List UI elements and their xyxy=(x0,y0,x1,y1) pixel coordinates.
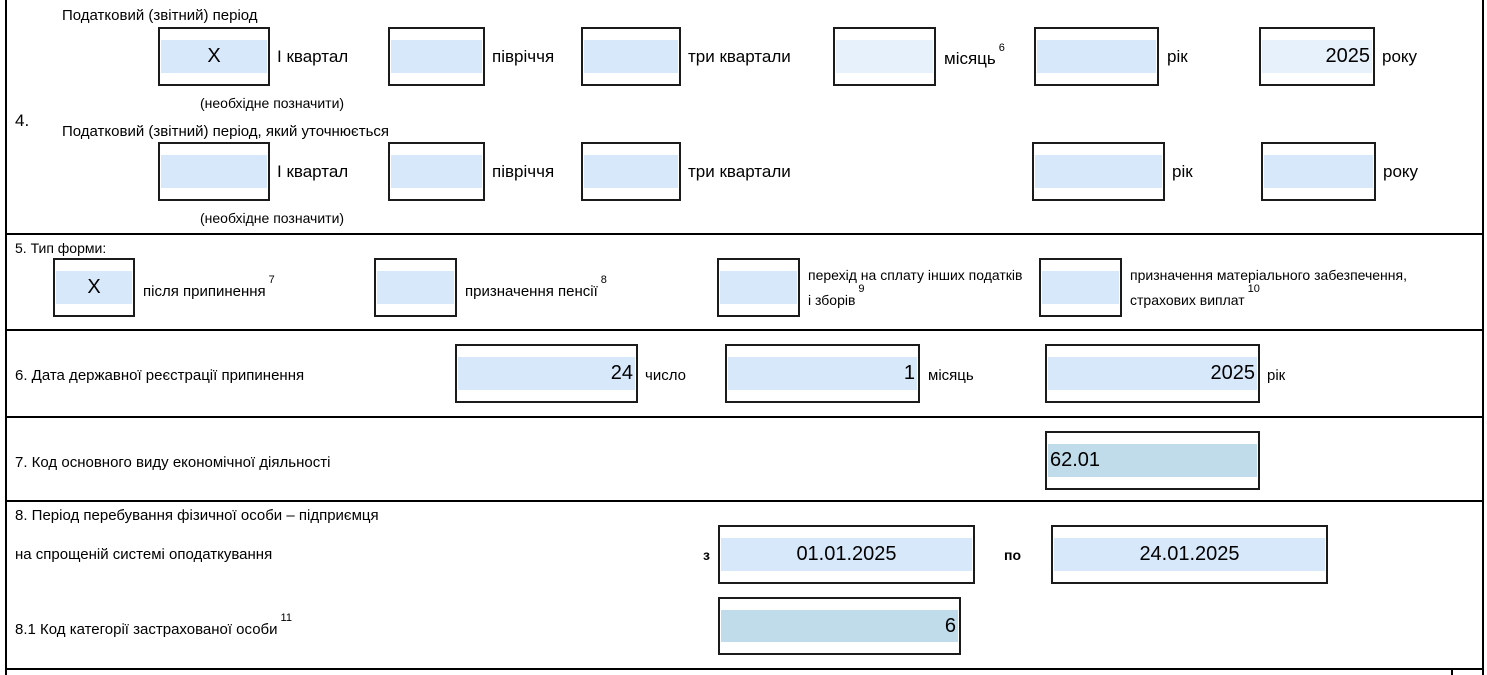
period-q1-checkbox[interactable]: Х xyxy=(158,27,270,86)
insured-category-field[interactable]: 6 xyxy=(718,597,961,655)
period-month-label: місяць6 xyxy=(944,42,1005,68)
period-half-label: півріччя xyxy=(492,47,555,66)
section-5-title: 5. Тип форми: xyxy=(15,240,107,256)
period-q3-checkbox[interactable] xyxy=(581,27,681,86)
registration-day-value: 24 xyxy=(610,362,633,384)
period-from-field[interactable]: 01.01.2025 xyxy=(718,525,975,584)
form-type-other-taxes-checkbox[interactable] xyxy=(717,258,800,317)
clarified-q3-label: три квартали xyxy=(688,162,791,181)
clarified-half-checkbox[interactable] xyxy=(388,142,485,201)
period-month-label-text: місяць xyxy=(944,49,996,68)
form-type-material-support-line1: призначення матеріального забезпечення, xyxy=(1130,267,1407,283)
clarified-q3-value xyxy=(583,144,679,199)
form-type-after-termination-mark: Х xyxy=(87,276,101,298)
simplified-period-label-line1: 8. Період перебування фізичної особи – п… xyxy=(15,507,379,524)
table-cell-divider xyxy=(1451,668,1453,675)
period-year-label: рік xyxy=(1167,47,1188,66)
period-required-note: (необхідне позначити) xyxy=(200,95,345,111)
divider-4-5 xyxy=(5,233,1484,235)
clarified-year-number-field[interactable] xyxy=(1261,142,1376,201)
period-to-label: по xyxy=(1004,547,1022,563)
divider-5-6 xyxy=(5,329,1484,331)
registration-year-label: рік xyxy=(1267,367,1286,384)
form-type-other-taxes-text2: і зборів xyxy=(808,292,856,308)
period-month-value xyxy=(835,29,934,84)
registration-month-value: 1 xyxy=(903,362,915,384)
period-half-checkbox[interactable] xyxy=(388,27,485,86)
form-type-after-termination-label: після припинення7 xyxy=(143,275,275,300)
form-type-pension-text: призначення пенсії xyxy=(465,283,598,300)
form-type-pension-checkbox[interactable] xyxy=(374,258,457,317)
footnote-11: 11 xyxy=(280,612,292,624)
period-to-field[interactable]: 24.01.2025 xyxy=(1051,525,1328,584)
form-type-pension-mark xyxy=(376,260,455,315)
registration-month-label: місяць xyxy=(928,367,974,384)
period-year-checkbox[interactable] xyxy=(1034,27,1159,86)
registration-date-label: 6. Дата державної реєстрації припинення xyxy=(15,367,305,384)
footnote-9: 9 xyxy=(858,283,865,295)
form-type-material-support-checkbox[interactable] xyxy=(1039,258,1122,317)
clarified-half-value xyxy=(390,144,483,199)
footnote-7: 7 xyxy=(268,274,275,286)
form-type-pension-label: призначення пенсії8 xyxy=(465,275,607,300)
form-frame xyxy=(5,0,1484,675)
clarified-period-title: Податковий (звітний) період, який уточню… xyxy=(62,123,390,140)
clarified-year-number-value xyxy=(1263,144,1374,199)
registration-month-field[interactable]: 1 xyxy=(725,344,920,403)
period-q3-label: три квартали xyxy=(688,47,791,66)
registration-year-field[interactable]: 2025 xyxy=(1045,344,1260,403)
period-year-value xyxy=(1036,29,1157,84)
form-type-other-taxes-line1: перехід на сплату інших податків xyxy=(808,267,1023,283)
divider-7-8 xyxy=(5,500,1484,502)
clarified-required-note: (необхідне позначити) xyxy=(200,210,345,226)
period-half-value xyxy=(390,29,483,84)
registration-day-label: число xyxy=(645,367,686,384)
form-type-after-termination-text: після припинення xyxy=(143,283,266,300)
simplified-period-label-line2: на спрощеній системі оподаткування xyxy=(15,546,273,563)
kved-code-value: 62.01 xyxy=(1050,449,1101,471)
period-month-field[interactable] xyxy=(833,27,936,86)
section-4-number: 4. xyxy=(15,111,30,130)
footnote-6: 6 xyxy=(998,42,1005,54)
period-q1-label: І квартал xyxy=(277,47,349,66)
clarified-q1-label: І квартал xyxy=(277,162,349,181)
period-of-year-label: року xyxy=(1382,47,1418,66)
divider-6-7 xyxy=(5,416,1484,418)
registration-year-value: 2025 xyxy=(1210,362,1256,384)
insured-category-value: 6 xyxy=(944,614,956,637)
form-type-material-support-text2: страхових виплат xyxy=(1130,292,1245,308)
form-type-material-support-line2: страхових виплат10 xyxy=(1130,284,1260,308)
divider-bottom xyxy=(5,668,1484,670)
registration-day-field[interactable]: 24 xyxy=(455,344,638,403)
kved-label: 7. Код основного виду економічної діяльн… xyxy=(15,454,331,471)
kved-code-field[interactable]: 62.01 xyxy=(1045,431,1260,490)
period-title: Податковий (звітний) період xyxy=(62,7,258,24)
clarified-half-label: півріччя xyxy=(492,162,555,181)
period-to-value: 24.01.2025 xyxy=(1139,543,1240,565)
form-type-after-termination-checkbox[interactable]: Х xyxy=(53,258,135,317)
clarified-year-label: рік xyxy=(1172,162,1193,181)
period-from-value: 01.01.2025 xyxy=(796,543,897,565)
clarified-q1-value xyxy=(160,144,268,199)
period-from-label: з xyxy=(703,547,710,563)
period-year-number-field[interactable]: 2025 xyxy=(1259,27,1375,86)
form-type-other-taxes-mark xyxy=(719,260,798,315)
clarified-q3-checkbox[interactable] xyxy=(581,142,681,201)
clarified-q1-checkbox[interactable] xyxy=(158,142,270,201)
clarified-year-value xyxy=(1034,144,1163,199)
form-type-material-support-mark xyxy=(1041,260,1120,315)
footnote-10: 10 xyxy=(1247,283,1260,295)
clarified-year-checkbox[interactable] xyxy=(1032,142,1165,201)
period-q3-value xyxy=(583,29,679,84)
form-type-other-taxes-line2: і зборів9 xyxy=(808,284,865,308)
period-q1-value: Х xyxy=(207,45,221,67)
clarified-of-year-label: року xyxy=(1383,162,1419,181)
footnote-8: 8 xyxy=(600,274,607,286)
insured-category-label: 8.1 Код категорії застрахованої особи11 xyxy=(15,613,292,638)
period-year-number-value: 2025 xyxy=(1325,45,1371,67)
insured-category-label-text: 8.1 Код категорії застрахованої особи xyxy=(15,621,278,638)
